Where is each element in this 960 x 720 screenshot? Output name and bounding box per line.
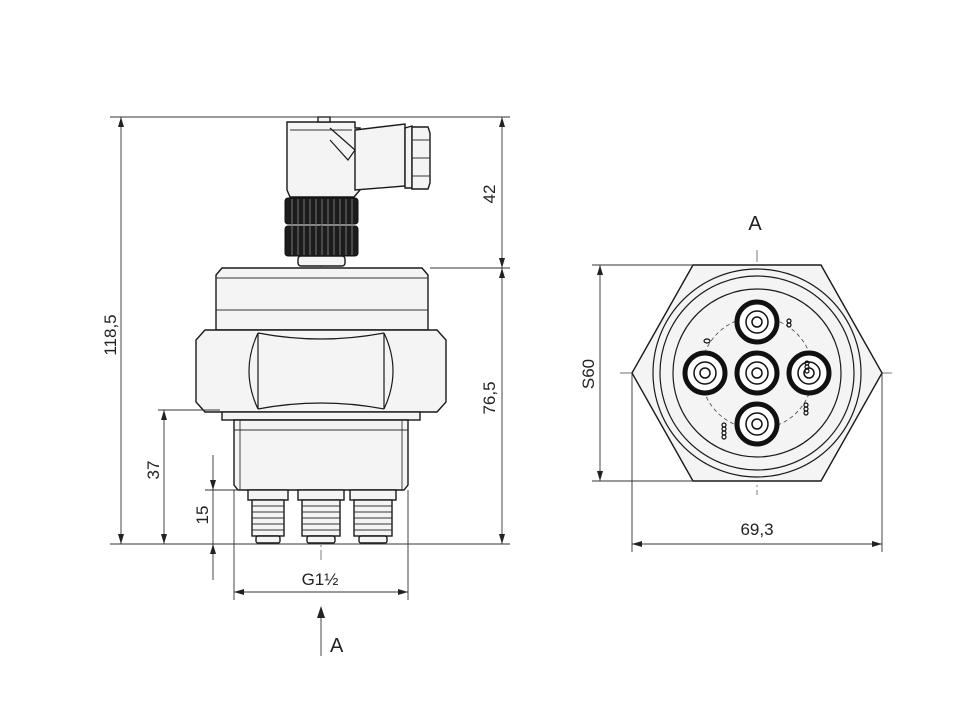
- contact-pin-right: [786, 350, 832, 396]
- dim-body-height: 76,5: [480, 381, 499, 414]
- pin-markings: [703, 318, 810, 440]
- dim-connector-height: 42: [480, 185, 499, 204]
- pin-left: [247, 489, 289, 544]
- dim-thread-size: G1½: [302, 570, 339, 589]
- view-a: A: [579, 213, 895, 552]
- side-view: 118,5 42 76,5 37 15 G1½ A: [101, 116, 510, 657]
- dim-pin-length: 15: [193, 506, 212, 525]
- knurled-nut: [284, 197, 359, 267]
- contact-pin-left: [682, 350, 728, 396]
- view-title: A: [748, 213, 762, 235]
- contact-pin-center: [734, 350, 780, 396]
- dim-overall-height: 118,5: [101, 314, 120, 355]
- pins: [247, 489, 397, 544]
- contact-pin-top: [734, 299, 780, 345]
- pin-right: [349, 489, 397, 544]
- dim-hex-size: S60: [579, 359, 598, 389]
- hex-inner-circle: [652, 268, 862, 478]
- side-dimensions: [110, 116, 510, 656]
- hex-body: [195, 329, 447, 421]
- view-a-dimensions: [592, 264, 883, 552]
- dim-thread-height: 37: [144, 461, 163, 480]
- pin-center: [297, 489, 345, 544]
- top-housing: [215, 267, 429, 331]
- view-arrow-label: A: [330, 635, 344, 657]
- contact-pin-bottom: [734, 401, 780, 447]
- dim-hex-across-corners: 69,3: [740, 520, 773, 539]
- thread-section: [233, 419, 409, 491]
- angled-connector: [286, 116, 431, 198]
